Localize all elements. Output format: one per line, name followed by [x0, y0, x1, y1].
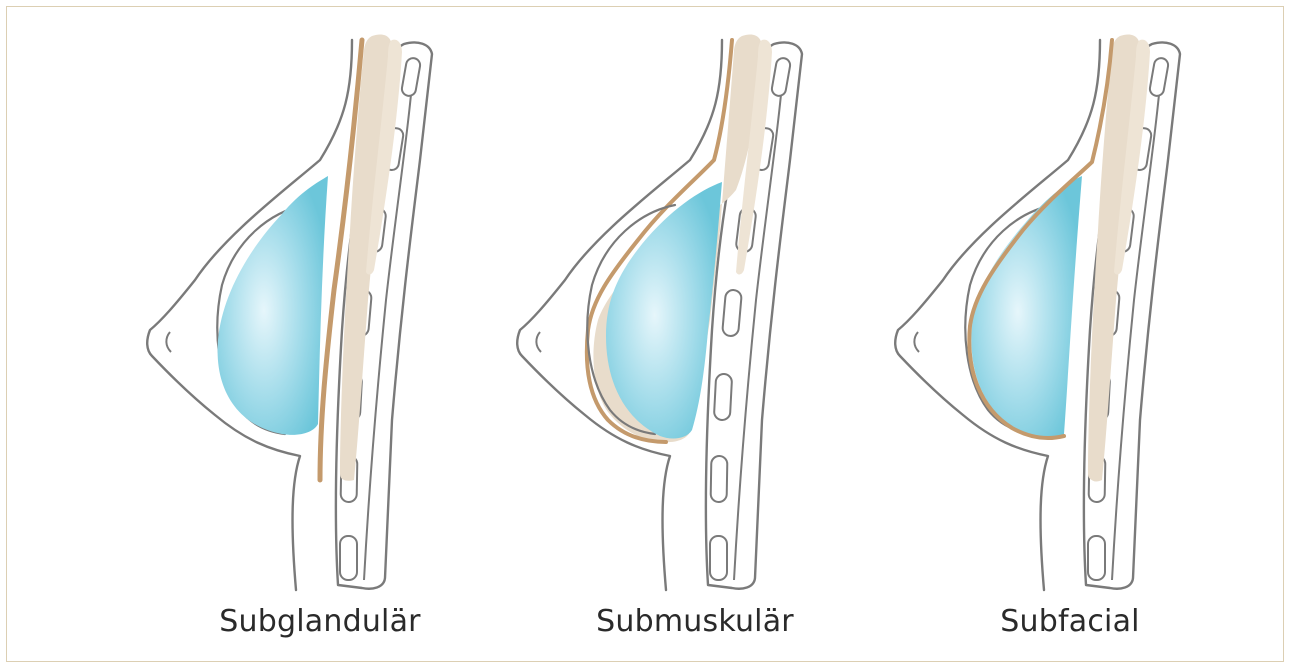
panel-subfascial — [895, 35, 1180, 591]
panel-submuscular — [517, 35, 802, 591]
label-subglandular: Subglandulär — [170, 600, 470, 644]
panel-subglandular — [147, 35, 432, 591]
label-submuscular: Submuskulär — [545, 600, 845, 644]
label-subfascial: Subfacial — [920, 600, 1220, 644]
implant — [606, 182, 722, 438]
implant — [218, 176, 328, 435]
